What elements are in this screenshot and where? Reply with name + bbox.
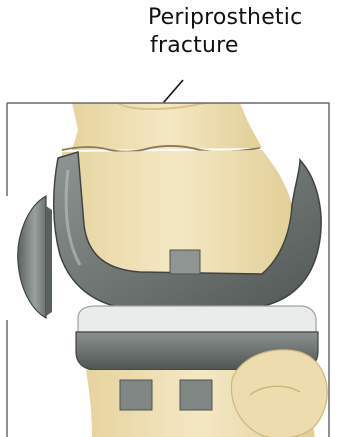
fibula-head xyxy=(231,350,327,437)
femur-shaft xyxy=(72,103,262,150)
polyethylene-insert xyxy=(78,306,316,332)
tibial-peg-right xyxy=(180,380,212,410)
tibial-peg-left xyxy=(120,380,152,410)
patellar-component xyxy=(18,196,46,318)
femoral-peg xyxy=(170,250,200,274)
